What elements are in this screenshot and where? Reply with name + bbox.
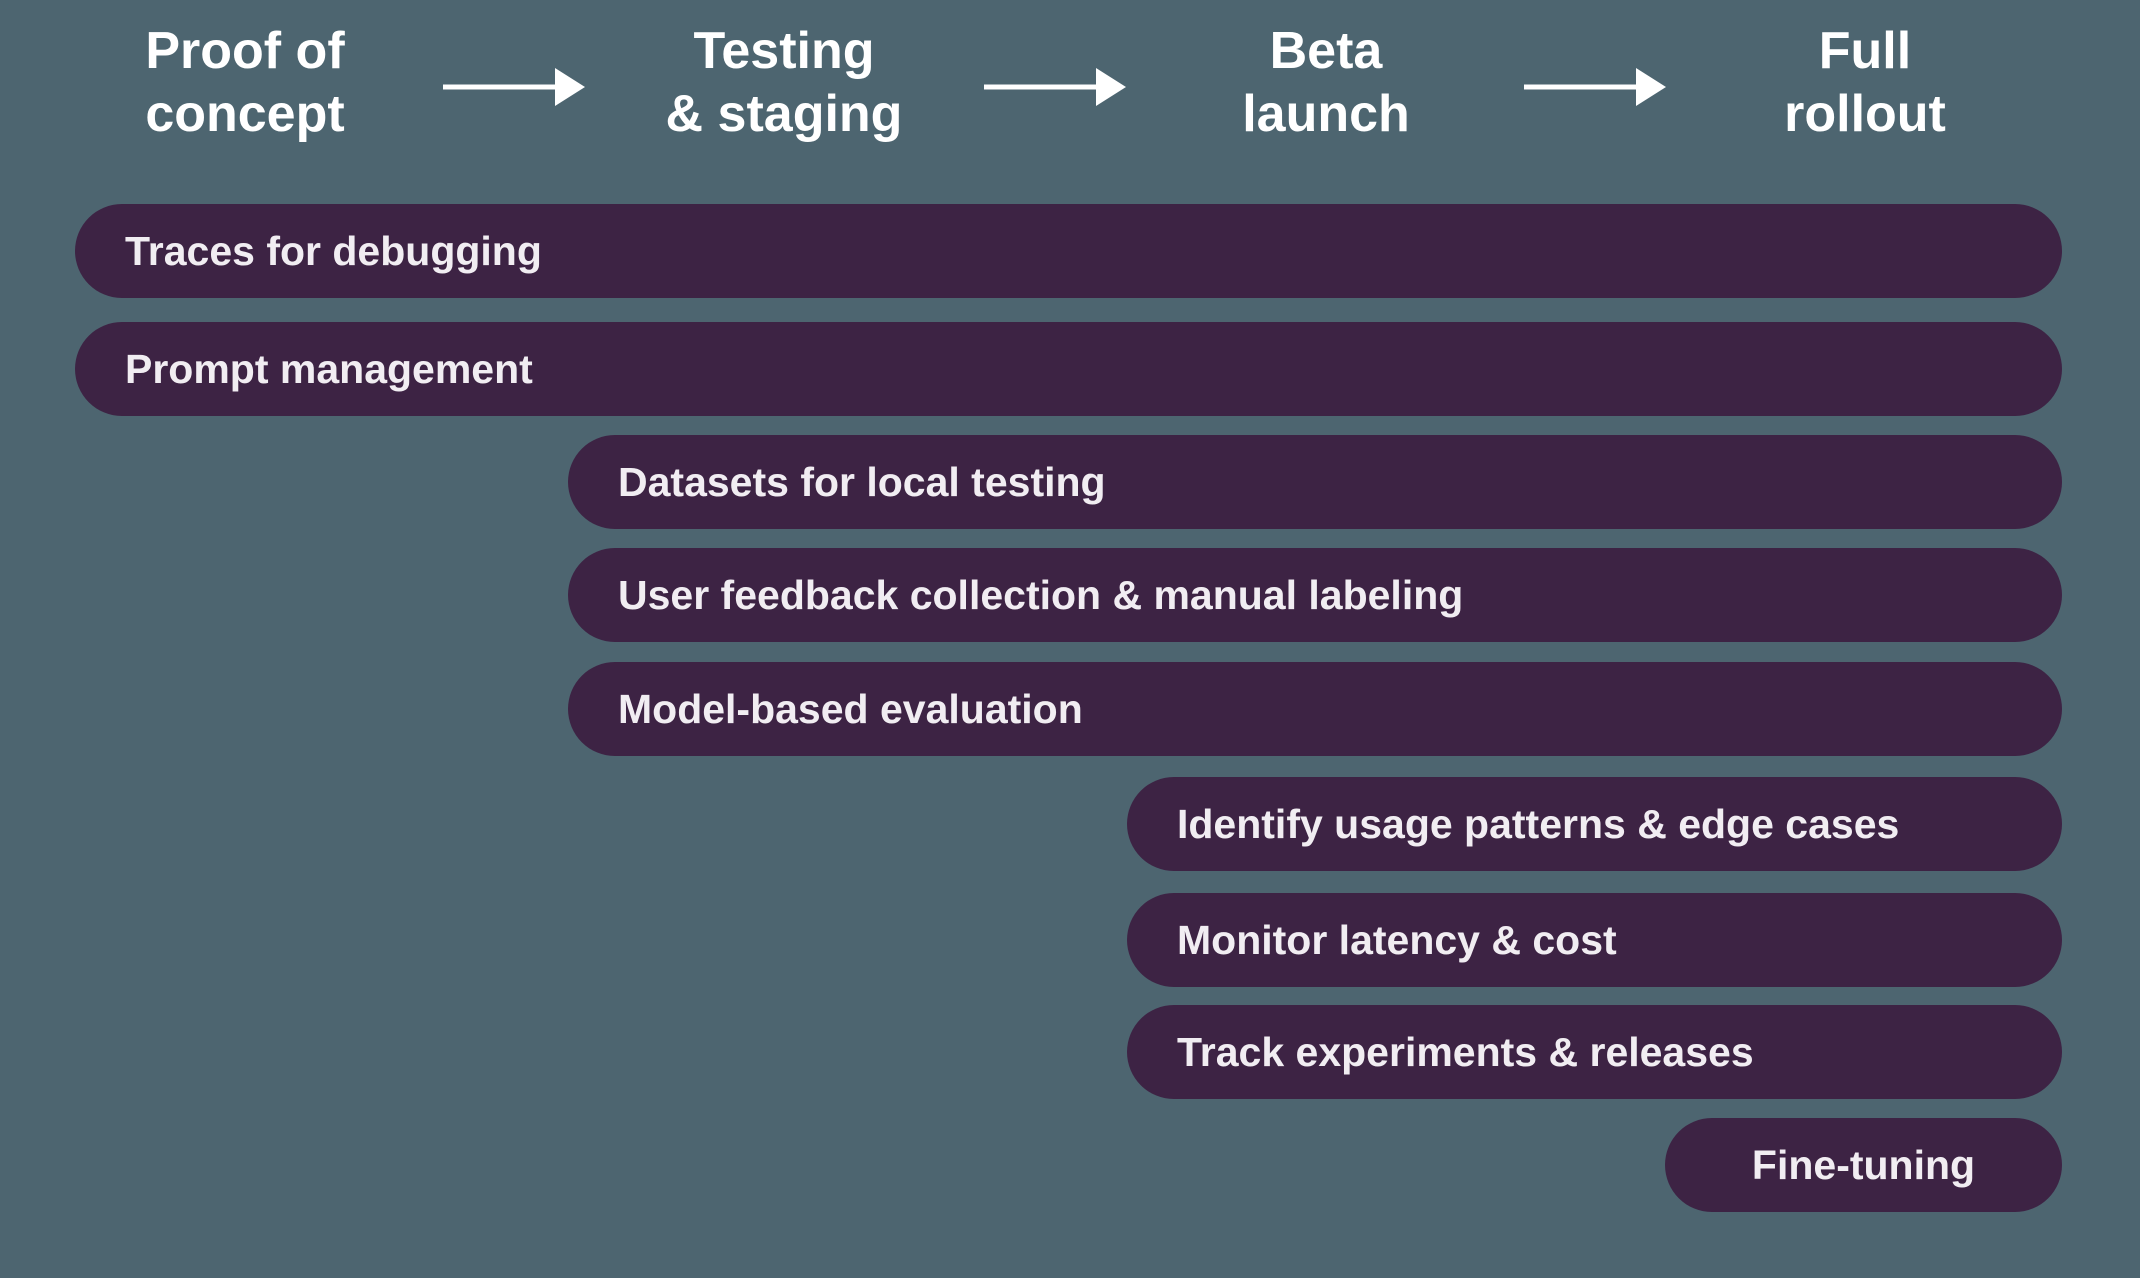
bar-label: Datasets for local testing bbox=[618, 458, 1106, 505]
stage-label-proof-of-concept: Proof of concept bbox=[145, 20, 344, 147]
bar-label: Traces for debugging bbox=[125, 227, 542, 274]
bar-label: Fine-tuning bbox=[1751, 1141, 1976, 1188]
bar-user-feedback-collection: User feedback collection & manual labeli… bbox=[568, 548, 2062, 642]
stage-label-full-rollout: Full rollout bbox=[1784, 20, 1946, 147]
stage-label-line: Proof of bbox=[145, 22, 345, 80]
arrow-right-icon bbox=[984, 68, 1126, 106]
stage-label-line: Full bbox=[1818, 22, 1912, 80]
stage-label-line: Testing bbox=[693, 22, 875, 80]
bar-traces-for-debugging: Traces for debugging bbox=[75, 204, 2062, 298]
arrow-right-icon bbox=[443, 68, 585, 106]
stage-label-testing-staging: Testing & staging bbox=[666, 20, 903, 147]
bar-monitor-latency-cost: Monitor latency & cost bbox=[1127, 893, 2062, 987]
stage-label-beta-launch: Beta launch bbox=[1242, 20, 1410, 147]
stage-label-line: Beta bbox=[1269, 22, 1383, 80]
bar-prompt-management: Prompt management bbox=[75, 322, 2062, 416]
stage-label-line: launch bbox=[1242, 85, 1410, 144]
bar-model-based-evaluation: Model-based evaluation bbox=[568, 662, 2062, 756]
bar-identify-usage-patterns: Identify usage patterns & edge cases bbox=[1127, 777, 2062, 871]
bar-label: Prompt management bbox=[125, 345, 533, 392]
bar-label: Identify usage patterns & edge cases bbox=[1177, 800, 1900, 847]
stage-label-line: rollout bbox=[1784, 85, 1946, 144]
bar-datasets-for-local-testing: Datasets for local testing bbox=[568, 435, 2062, 529]
bar-label: Model-based evaluation bbox=[618, 685, 1083, 732]
bar-label: Track experiments & releases bbox=[1177, 1028, 1754, 1075]
bar-fine-tuning: Fine-tuning bbox=[1665, 1118, 2062, 1212]
bar-label: Monitor latency & cost bbox=[1177, 916, 1617, 963]
bar-label: User feedback collection & manual labeli… bbox=[618, 571, 1464, 618]
arrow-right-icon bbox=[1524, 68, 1666, 106]
stage-label-line: & staging bbox=[665, 85, 903, 144]
stage-label-line: concept bbox=[145, 85, 345, 144]
bar-track-experiments-releases: Track experiments & releases bbox=[1127, 1005, 2062, 1099]
